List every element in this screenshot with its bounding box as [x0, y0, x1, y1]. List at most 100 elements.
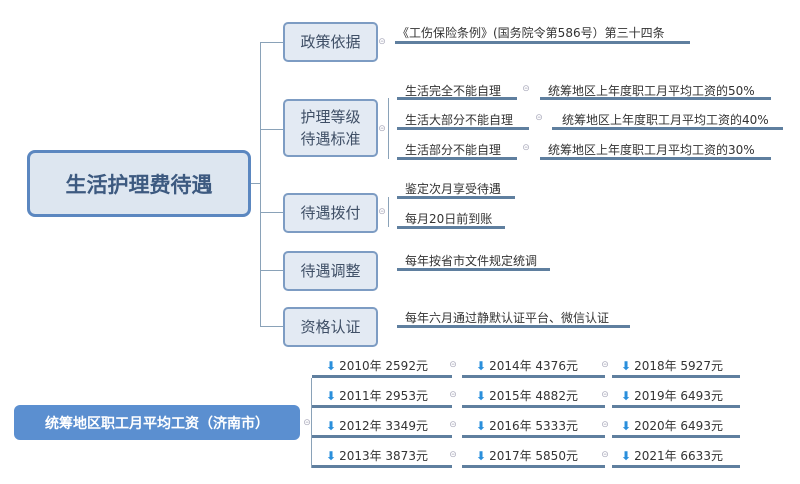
underline [312, 375, 452, 378]
arrow-down-icon: ⬇ [621, 419, 632, 433]
underline [462, 405, 605, 408]
collapse-toggle-icon[interactable]: ⊝ [303, 418, 311, 428]
wage-value: 2017年 5850元 [489, 449, 578, 463]
connector [260, 42, 261, 326]
underline [397, 268, 550, 271]
connector [245, 183, 260, 184]
leaf-payment-1[interactable]: 鉴定次月享受待遇 [405, 182, 502, 196]
leaf-adjustment[interactable]: 每年按省市文件规定统调 [405, 254, 538, 268]
underline [397, 97, 517, 100]
arrow-down-icon: ⬇ [621, 359, 632, 373]
care-level-3[interactable]: 生活部分不能自理 [405, 143, 502, 157]
care-standard-2[interactable]: 统筹地区上年度职工月平均工资的40% [562, 113, 769, 127]
underline [552, 127, 783, 130]
underline [462, 465, 605, 468]
collapse-toggle-icon[interactable]: ⊝ [601, 450, 609, 460]
wage-item[interactable]: ⬇2016年 5333元 [476, 417, 578, 434]
wage-item[interactable]: ⬇2020年 6493元 [621, 417, 723, 434]
collapse-toggle-icon[interactable]: ⊝ [449, 420, 457, 430]
wage-item[interactable]: ⬇2011年 2953元 [326, 387, 428, 404]
collapse-toggle-icon[interactable]: ⊝ [378, 37, 386, 47]
branch-qualification[interactable]: 资格认证 [283, 307, 378, 347]
leaf-qualification[interactable]: 每年六月通过静默认证平台、微信认证 [405, 311, 610, 325]
care-level-2[interactable]: 生活大部分不能自理 [405, 113, 514, 127]
underline [312, 405, 452, 408]
arrow-down-icon: ⬇ [326, 359, 337, 373]
connector [260, 326, 283, 327]
branch-adjustment[interactable]: 待遇调整 [283, 251, 378, 291]
wage-item[interactable]: ⬇2010年 2592元 [326, 357, 428, 374]
collapse-toggle-icon[interactable]: ⊝ [522, 84, 530, 94]
underline [395, 41, 690, 44]
wage-item[interactable]: ⬇2012年 3349元 [326, 417, 428, 434]
wage-value: 2012年 3349元 [339, 419, 428, 433]
arrow-down-icon: ⬇ [476, 389, 487, 403]
branch-policy-basis[interactable]: 政策依据 [283, 22, 378, 62]
wage-item[interactable]: ⬇2013年 3873元 [326, 447, 428, 464]
wage-value: 2018年 5927元 [634, 359, 723, 373]
collapse-toggle-icon[interactable]: ⊝ [522, 143, 530, 153]
underline [397, 196, 515, 199]
wage-value: 2020年 6493元 [634, 419, 723, 433]
collapse-toggle-icon[interactable]: ⊝ [449, 360, 457, 370]
leaf-policy[interactable]: 《工伤保险条例》(国务院令第586号）第三十四条 [397, 26, 665, 40]
wage-value: 2015年 4882元 [489, 389, 578, 403]
connector [388, 197, 389, 227]
arrow-down-icon: ⬇ [476, 359, 487, 373]
collapse-toggle-icon[interactable]: ⊝ [601, 360, 609, 370]
collapse-toggle-icon[interactable]: ⊝ [601, 390, 609, 400]
underline [312, 435, 452, 438]
underline [612, 375, 740, 378]
arrow-down-icon: ⬇ [476, 449, 487, 463]
branch-payment[interactable]: 待遇拨付 [283, 193, 378, 233]
wage-item[interactable]: ⬇2015年 4882元 [476, 387, 578, 404]
collapse-toggle-icon[interactable]: ⊝ [535, 113, 543, 123]
underline [612, 405, 740, 408]
care-standard-3[interactable]: 统筹地区上年度职工月平均工资的30% [548, 143, 755, 157]
collapse-toggle-icon[interactable]: ⊝ [378, 207, 386, 217]
arrow-down-icon: ⬇ [621, 389, 632, 403]
underline [312, 465, 452, 468]
underline [612, 435, 740, 438]
leaf-payment-2[interactable]: 每月20日前到账 [405, 212, 493, 226]
collapse-toggle-icon[interactable]: ⊝ [601, 420, 609, 430]
arrow-down-icon: ⬇ [621, 449, 632, 463]
connector [260, 270, 283, 271]
wage-value: 2019年 6493元 [634, 389, 723, 403]
care-level-1[interactable]: 生活完全不能自理 [405, 84, 502, 98]
wages-topic[interactable]: 统筹地区职工月平均工资（济南市） [14, 405, 300, 440]
wage-item[interactable]: ⬇2018年 5927元 [621, 357, 723, 374]
underline [397, 127, 529, 130]
underline [397, 226, 505, 229]
wage-value: 2010年 2592元 [339, 359, 428, 373]
wage-value: 2021年 6633元 [634, 449, 723, 463]
connector [311, 378, 312, 468]
wage-value: 2013年 3873元 [339, 449, 428, 463]
collapse-toggle-icon[interactable]: ⊝ [378, 124, 386, 134]
arrow-down-icon: ⬇ [326, 419, 337, 433]
branch-care-level-standard[interactable]: 护理等级待遇标准 [283, 99, 378, 157]
wage-item[interactable]: ⬇2017年 5850元 [476, 447, 578, 464]
wage-value: 2016年 5333元 [489, 419, 578, 433]
underline [462, 435, 605, 438]
wage-value: 2011年 2953元 [339, 389, 428, 403]
underline [540, 157, 771, 160]
underline [397, 157, 517, 160]
underline [540, 97, 771, 100]
arrow-down-icon: ⬇ [326, 389, 337, 403]
underline [612, 465, 740, 468]
arrow-down-icon: ⬇ [326, 449, 337, 463]
wage-value: 2014年 4376元 [489, 359, 578, 373]
collapse-toggle-icon[interactable]: ⊝ [449, 390, 457, 400]
connector [388, 98, 389, 159]
wage-item[interactable]: ⬇2019年 6493元 [621, 387, 723, 404]
central-topic[interactable]: 生活护理费待遇 [27, 150, 251, 217]
underline [462, 375, 605, 378]
underline [397, 325, 630, 328]
connector [260, 129, 283, 130]
wage-item[interactable]: ⬇2014年 4376元 [476, 357, 578, 374]
care-standard-1[interactable]: 统筹地区上年度职工月平均工资的50% [548, 84, 755, 98]
wage-item[interactable]: ⬇2021年 6633元 [621, 447, 723, 464]
collapse-toggle-icon[interactable]: ⊝ [449, 450, 457, 460]
